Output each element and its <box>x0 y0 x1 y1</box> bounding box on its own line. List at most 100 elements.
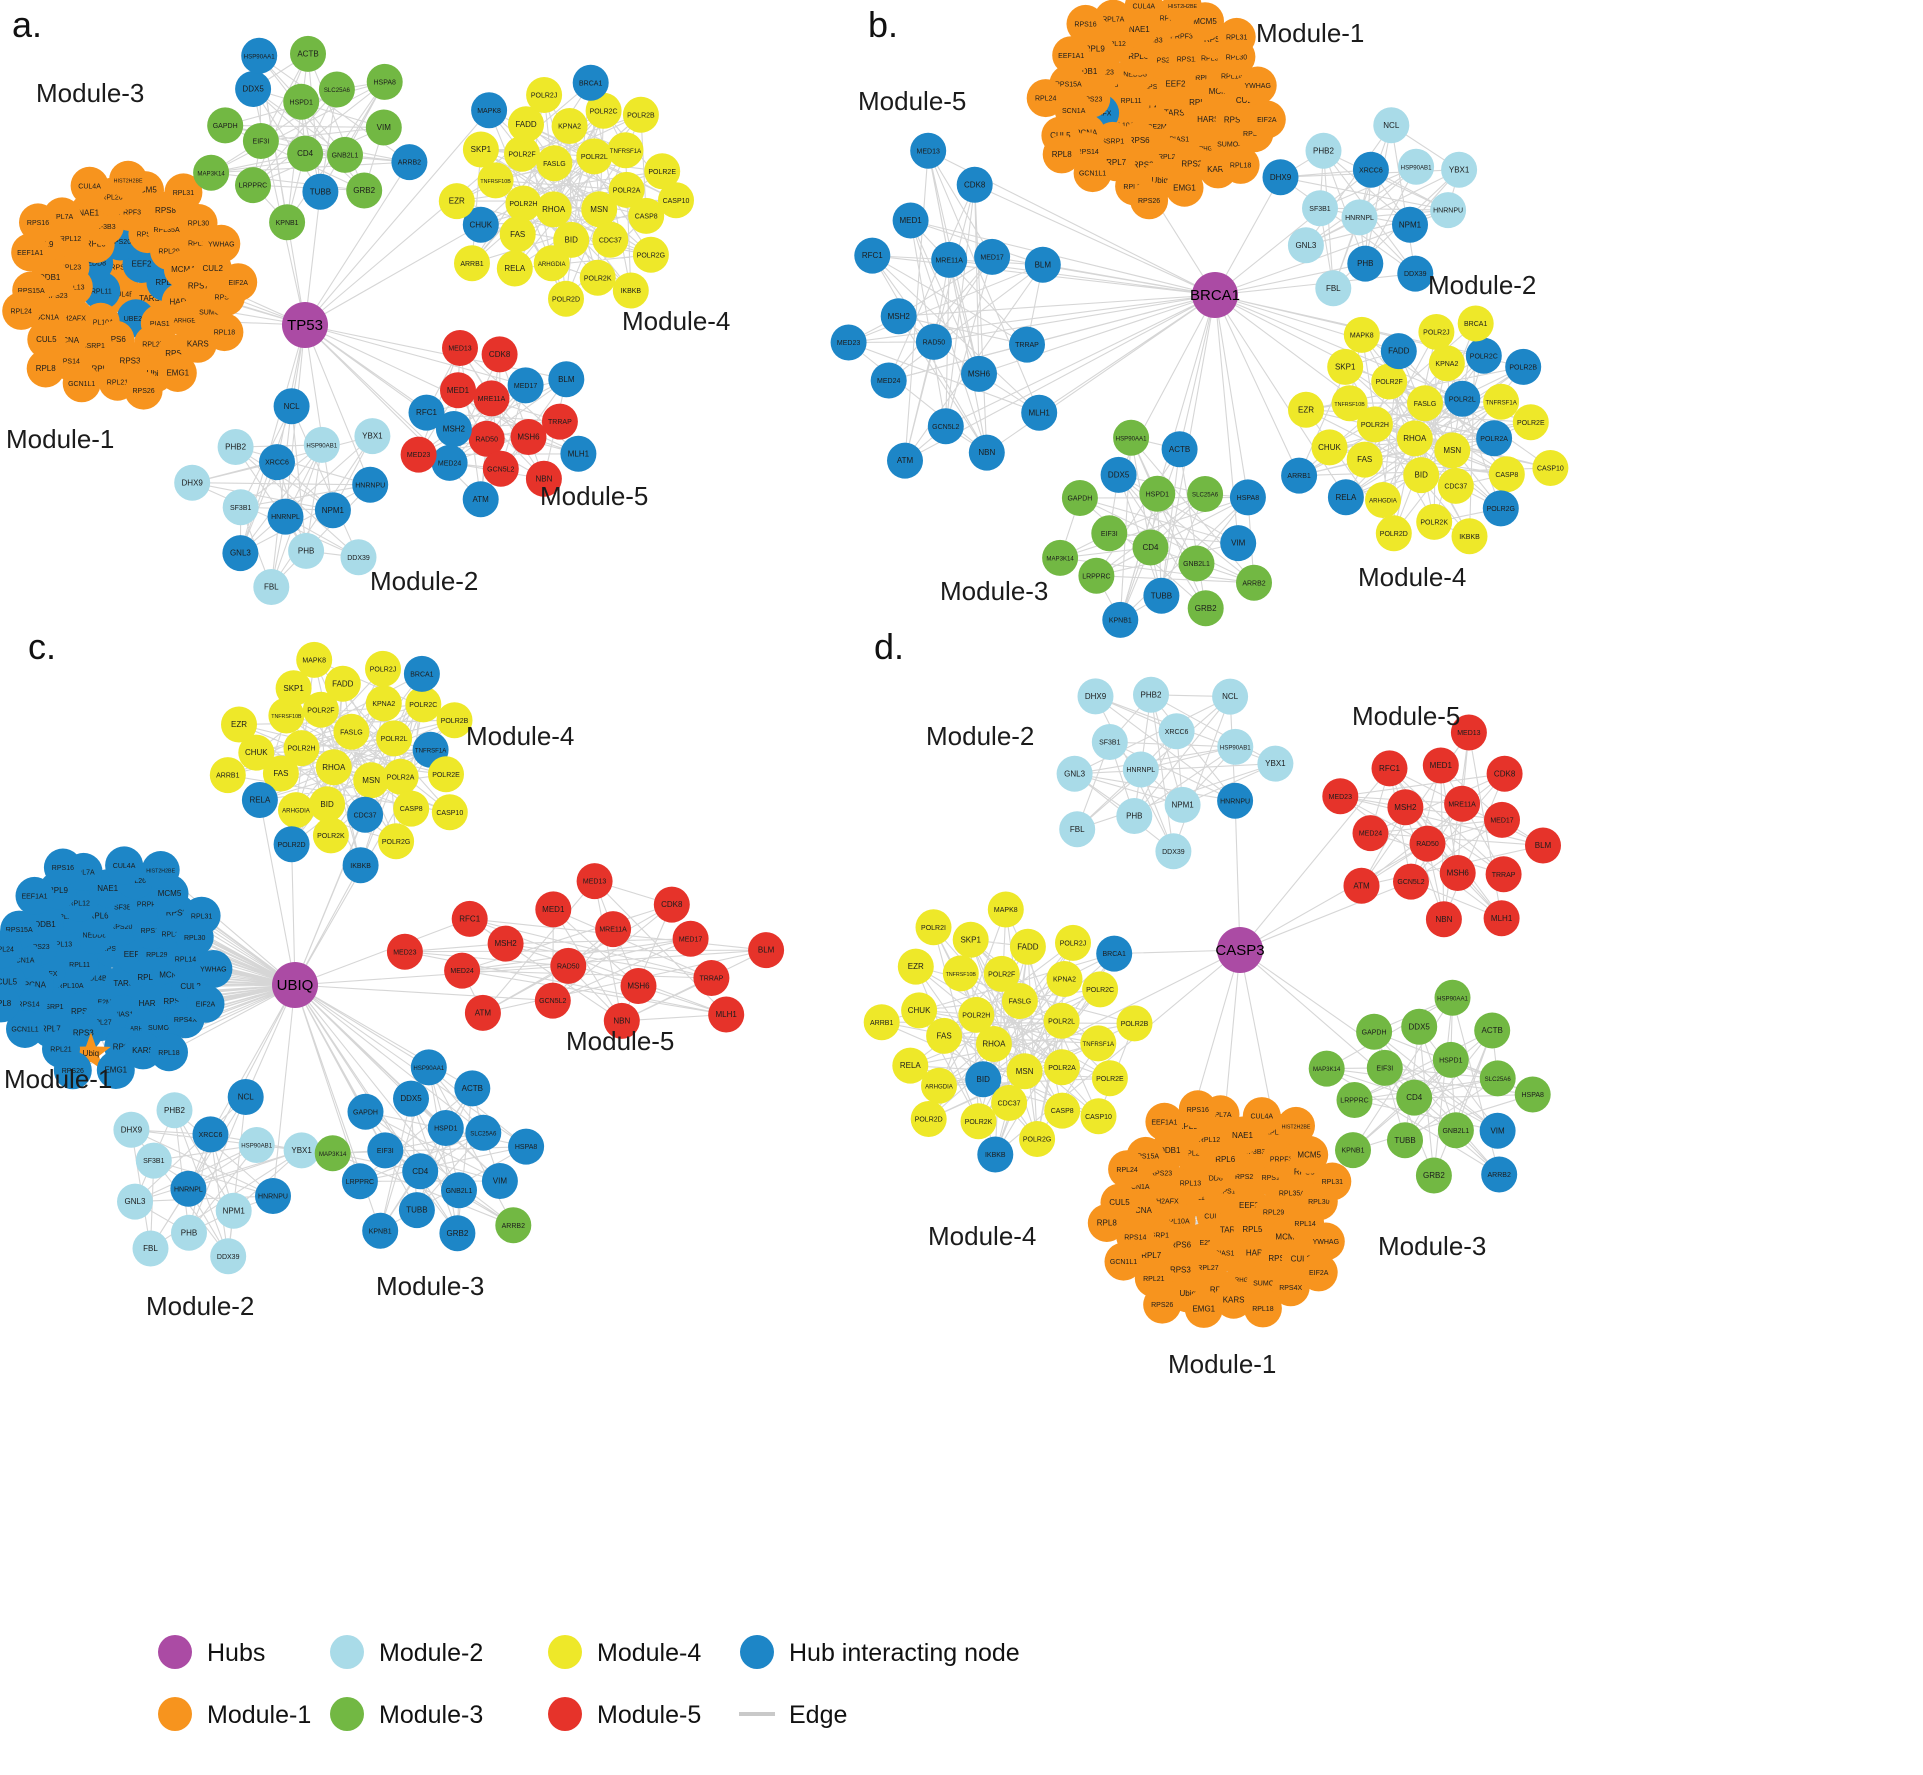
module-label: Module-4 <box>622 306 730 336</box>
gene-node <box>897 948 934 985</box>
gene-node <box>171 1214 207 1251</box>
gene-node <box>1073 154 1112 193</box>
gene-node <box>965 1061 1002 1098</box>
gene-node <box>400 436 437 473</box>
gene-node <box>592 221 629 258</box>
gene-node <box>968 434 1005 471</box>
gene-node <box>942 955 979 992</box>
gene-node <box>302 691 339 728</box>
panel-d: CUL4BRPS13TARSRPL11EEF2UBE2MNEDD8RPL5RPL… <box>863 676 1561 1379</box>
gene-node <box>1287 227 1324 264</box>
gene-node <box>378 823 415 860</box>
gene-node <box>440 372 476 409</box>
gene-node <box>1396 1079 1433 1116</box>
panel-letter-d: d. <box>874 626 905 667</box>
gene-node <box>1451 518 1488 555</box>
hub-spokes <box>1234 800 1241 951</box>
module-label: Module-5 <box>566 1026 674 1056</box>
gene-node <box>525 460 562 497</box>
gene-node <box>1061 480 1098 516</box>
gene-node <box>622 96 659 133</box>
gene-node <box>241 37 278 74</box>
hub-label: BRCA1 <box>1190 287 1240 304</box>
legend-item: Edge <box>739 1701 847 1729</box>
gene-node <box>26 349 65 388</box>
module-label: Module-3 <box>36 78 144 108</box>
gene-node <box>1434 979 1471 1016</box>
panel-letter-a: a. <box>12 4 43 45</box>
panel-letter-b: b. <box>868 4 899 45</box>
gene-node <box>535 891 572 928</box>
gene-node <box>1352 151 1389 188</box>
gene-node <box>1052 36 1091 75</box>
gene-node <box>576 138 613 175</box>
gene-node <box>1247 100 1286 139</box>
gene-node <box>708 996 745 1033</box>
hub-spokes <box>1239 768 1428 951</box>
gene-node <box>273 826 310 863</box>
gene-node <box>526 77 563 113</box>
gene-node <box>1514 1076 1551 1113</box>
gene-node <box>579 259 616 296</box>
gene-node <box>1161 431 1198 468</box>
gene-node <box>113 1111 150 1148</box>
gene-node <box>268 697 305 734</box>
gene-node <box>975 1026 1012 1062</box>
gene-node <box>1236 564 1272 601</box>
gene-node <box>1187 476 1224 512</box>
gene-node <box>1371 363 1408 400</box>
gene-node <box>1184 1289 1223 1328</box>
gene-node <box>0 984 21 1023</box>
gene-node <box>595 911 632 948</box>
gene-node <box>956 166 993 203</box>
gene-node <box>541 403 578 440</box>
gene-node <box>347 796 384 833</box>
gene-node <box>451 900 488 937</box>
hub-spokes <box>304 324 579 500</box>
gene-node <box>1327 348 1364 385</box>
gene-node <box>1308 1050 1345 1087</box>
gene-node <box>1212 678 1249 715</box>
gene-node <box>1365 482 1401 518</box>
gene-node <box>1124 0 1163 25</box>
legend-swatch <box>740 1635 774 1669</box>
gene-node <box>507 367 544 404</box>
gene-node <box>117 1183 153 1220</box>
legend-item: Module-5 <box>548 1697 701 1731</box>
gene-node <box>1042 135 1081 174</box>
gene-node <box>465 1114 502 1151</box>
gene-node <box>1444 380 1481 417</box>
legend-swatch <box>158 1635 192 1669</box>
panel-letter-c: c. <box>28 626 57 667</box>
gene-node <box>1026 79 1065 118</box>
gene-node <box>473 380 510 417</box>
gene-node <box>315 749 352 786</box>
gene-node <box>403 655 440 692</box>
gene-node <box>952 921 989 958</box>
gene-node <box>1082 971 1119 1008</box>
gene-node <box>560 435 597 472</box>
gene-node <box>314 1135 351 1172</box>
gene-node <box>1164 786 1201 823</box>
gene-node <box>405 686 442 723</box>
gene-node <box>1055 924 1091 961</box>
module-label: Module-4 <box>1358 562 1466 592</box>
gene-node <box>367 1132 404 1169</box>
gene-node <box>354 418 391 455</box>
gene-node <box>1021 394 1058 431</box>
gene-node <box>269 204 306 241</box>
gene-node <box>0 930 23 969</box>
gene-node <box>1396 420 1433 457</box>
hub-label: UBIQ <box>277 977 314 994</box>
gene-node <box>1457 305 1494 342</box>
gene-node <box>830 324 867 361</box>
gene-node <box>1077 678 1114 715</box>
gene-node <box>585 92 622 129</box>
gene-node <box>105 846 144 885</box>
module-label: Module-2 <box>146 1291 254 1321</box>
gene-node <box>283 83 320 120</box>
gene-node <box>1091 515 1128 552</box>
gene-node <box>1373 107 1410 144</box>
gene-node <box>548 361 585 398</box>
